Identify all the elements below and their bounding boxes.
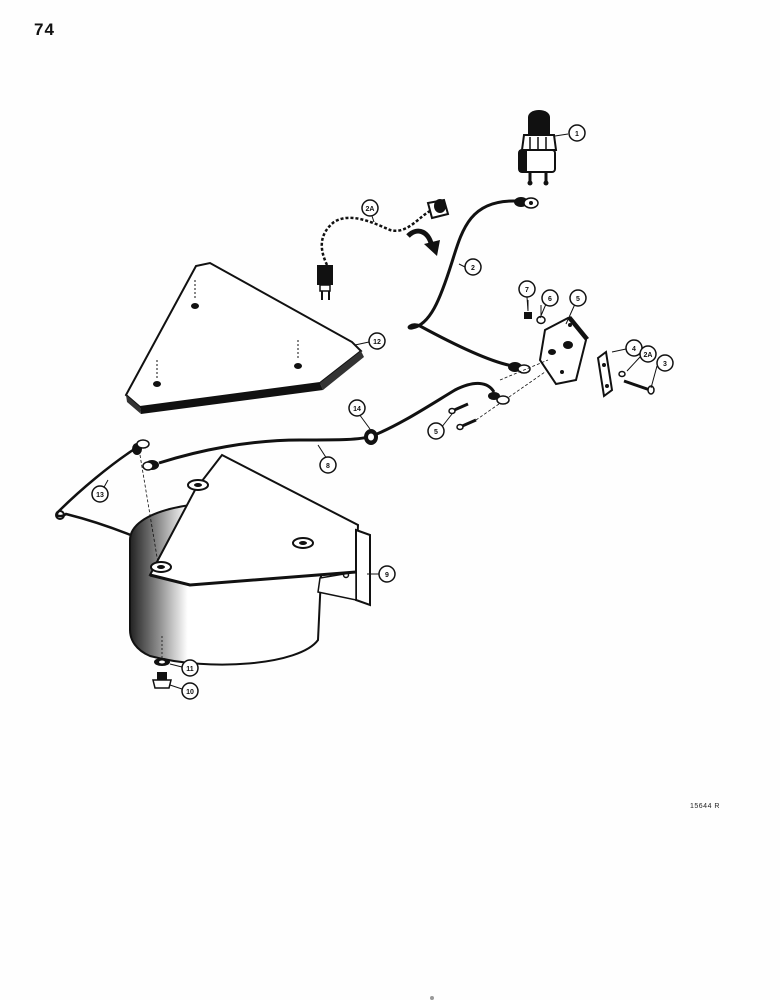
figure-code: 15644 R bbox=[690, 803, 720, 810]
curved-arrow-icon bbox=[406, 228, 440, 256]
callout-10: 10 bbox=[181, 682, 199, 700]
callout-9: 9 bbox=[378, 565, 396, 583]
page-number: 74 bbox=[34, 20, 55, 39]
callout-2a-top: 2A bbox=[361, 199, 379, 217]
wire-8-terminal bbox=[142, 392, 510, 471]
svg-text:9: 9 bbox=[385, 572, 389, 579]
svg-text:11: 11 bbox=[186, 666, 194, 673]
wire-2-terminal-bottom bbox=[508, 362, 531, 374]
svg-text:4: 4 bbox=[632, 346, 636, 353]
callout-1: 1 bbox=[568, 124, 586, 142]
callout-11: 11 bbox=[181, 659, 199, 677]
svg-text:2A: 2A bbox=[366, 206, 375, 213]
callout-2: 2 bbox=[464, 258, 482, 276]
svg-text:10: 10 bbox=[186, 689, 194, 696]
svg-text:8: 8 bbox=[326, 463, 330, 470]
washer-11-icon bbox=[154, 658, 170, 666]
bolt-10-icon bbox=[152, 636, 172, 689]
callout-2a-right: 2A bbox=[639, 345, 657, 363]
callout-8: 8 bbox=[319, 456, 337, 474]
callout-5-top: 5 bbox=[569, 289, 587, 307]
scan-mark bbox=[430, 996, 434, 1000]
bolt-3-icon bbox=[618, 370, 655, 395]
callout-14: 14 bbox=[348, 399, 366, 417]
svg-text:5: 5 bbox=[434, 429, 438, 436]
svg-text:2A: 2A bbox=[644, 352, 653, 359]
wire-2-terminal-top bbox=[514, 197, 539, 209]
horn-icon bbox=[129, 453, 371, 666]
wire-2 bbox=[407, 199, 516, 368]
push-button-switch-icon bbox=[518, 110, 558, 186]
callout-7: 7 bbox=[518, 280, 536, 298]
callout-12: 12 bbox=[368, 332, 386, 350]
svg-text:6: 6 bbox=[548, 296, 552, 303]
screws-5-icon bbox=[448, 359, 549, 431]
relay-icon bbox=[538, 316, 589, 386]
svg-text:14: 14 bbox=[353, 406, 361, 413]
callout-5-bottom: 5 bbox=[427, 422, 445, 440]
callout-3: 3 bbox=[656, 354, 674, 372]
grommet-icon bbox=[364, 429, 378, 445]
mounting-plate-4-icon bbox=[596, 350, 614, 398]
svg-text:12: 12 bbox=[373, 339, 381, 346]
svg-text:1: 1 bbox=[575, 131, 579, 138]
callout-6: 6 bbox=[541, 289, 559, 307]
callout-leaders bbox=[102, 133, 658, 690]
wire-13 bbox=[55, 446, 151, 545]
svg-text:5: 5 bbox=[576, 296, 580, 303]
cover-plate-icon bbox=[124, 261, 364, 414]
svg-text:7: 7 bbox=[525, 287, 529, 294]
wire-assembly-2a-icon bbox=[317, 198, 450, 300]
svg-text:3: 3 bbox=[663, 361, 667, 368]
callout-13: 13 bbox=[91, 485, 109, 503]
svg-text:2: 2 bbox=[471, 265, 475, 272]
svg-text:13: 13 bbox=[96, 492, 104, 499]
